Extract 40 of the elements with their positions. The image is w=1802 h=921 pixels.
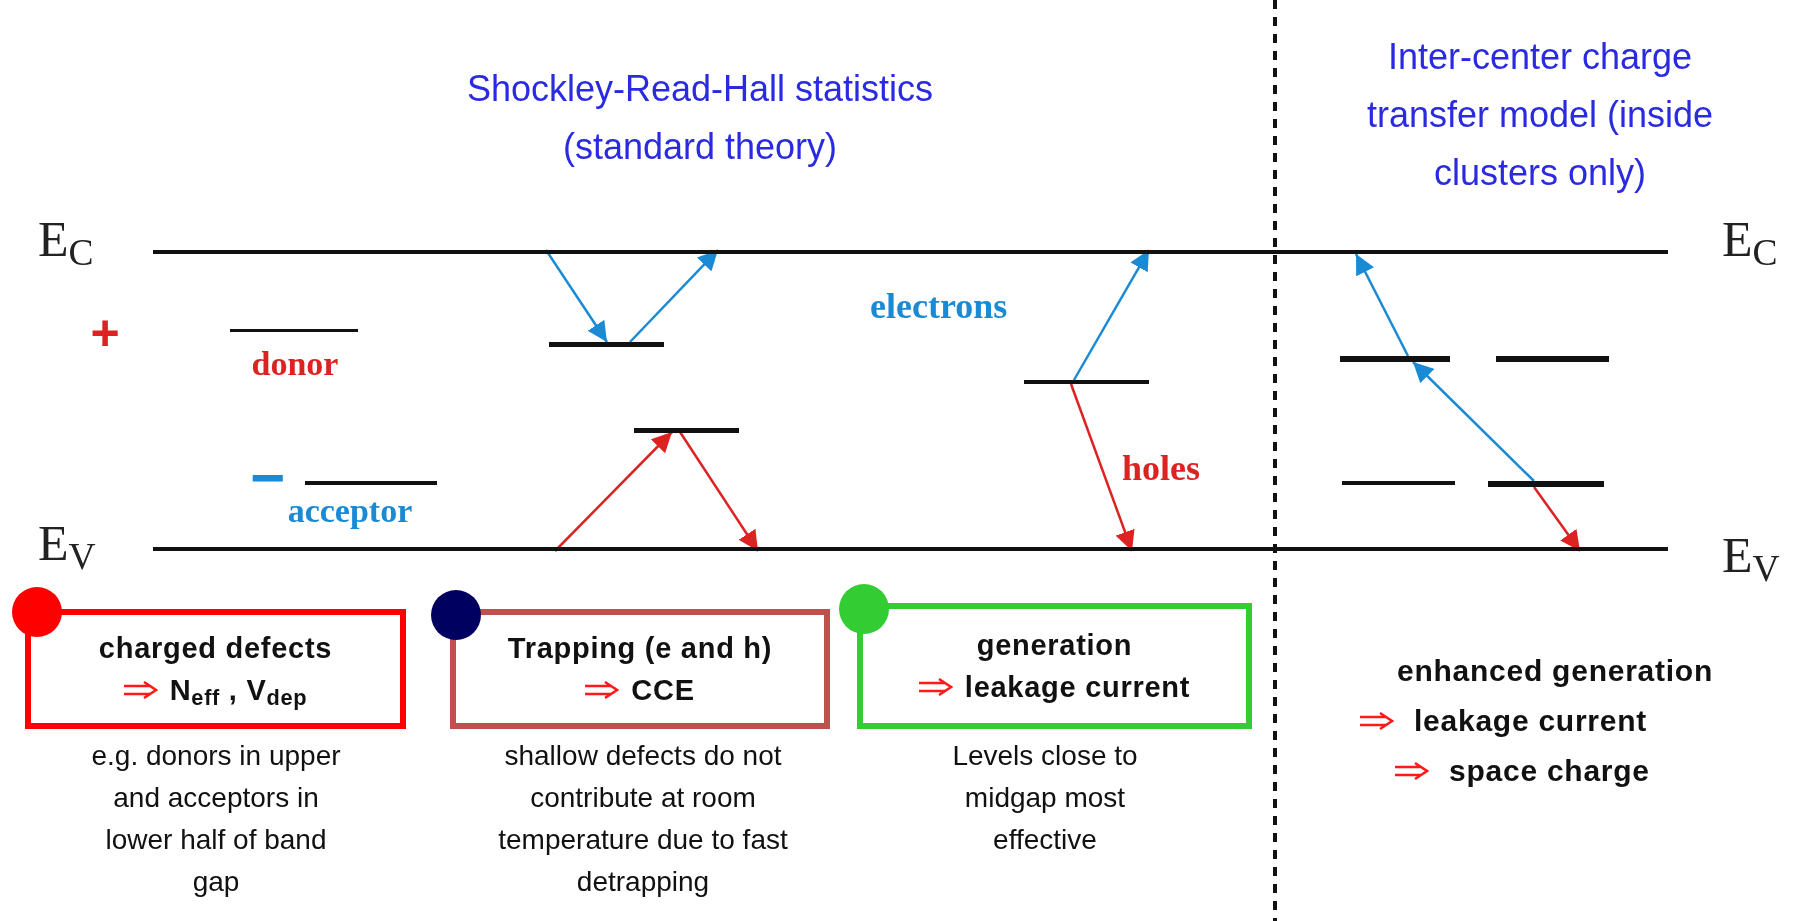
energy-level xyxy=(1488,481,1604,487)
energy-level xyxy=(230,329,358,332)
energy-level xyxy=(1024,380,1149,384)
energy-level xyxy=(634,428,739,433)
energy-level xyxy=(1342,481,1455,485)
edge-label: electrons xyxy=(870,288,1008,324)
level-label: donor xyxy=(250,344,340,384)
section-title: Inter-center charge transfer model (inside clusters only) xyxy=(1365,35,1715,195)
energy-level xyxy=(549,342,664,347)
description-text: e.g. donors in upper and acceptors in lower half of band gap xyxy=(90,739,342,899)
box-text: CCE xyxy=(631,673,695,708)
level-label: E$_{C}$ xyxy=(38,214,95,264)
description-text: shallow defects do not contribute at room temperature due to fast detrapping xyxy=(497,739,789,899)
effect-text: enhanced generation xyxy=(1396,653,1714,689)
energy-level xyxy=(305,481,437,485)
energy-level xyxy=(1340,356,1450,362)
level-label: E$_{C}$ xyxy=(1722,214,1779,264)
energy-level xyxy=(1496,356,1609,362)
level-label: E$_{V}$ xyxy=(1722,530,1781,580)
energy-level xyxy=(153,250,1668,254)
effect-text: space charge xyxy=(1449,753,1650,789)
level-label: acceptor xyxy=(286,491,414,531)
arrow xyxy=(1354,253,1410,357)
box-text: Trapping (e and h) xyxy=(507,631,773,666)
effect-text: leakage current xyxy=(1414,703,1648,739)
effect-box xyxy=(25,609,406,729)
section-title: Shockley-Read-Hall statistics (standard theory) xyxy=(465,67,935,169)
energy-level xyxy=(153,547,1668,551)
box-text: leakage current xyxy=(964,670,1191,705)
charge-sign: − xyxy=(248,448,286,508)
box-text: N$_{eff}$ , V$_{dep}$ xyxy=(169,673,308,709)
box-text: generation xyxy=(976,628,1133,663)
description-text: Levels close to midgap most effective xyxy=(951,739,1139,857)
charge-sign: + xyxy=(89,308,121,358)
arrow xyxy=(1412,361,1535,482)
level-label: E$_{V}$ xyxy=(38,518,97,568)
effect-box xyxy=(450,609,830,729)
box-text: charged defects xyxy=(98,631,333,666)
edge-label: holes xyxy=(1122,450,1200,486)
effect-box xyxy=(857,603,1252,729)
